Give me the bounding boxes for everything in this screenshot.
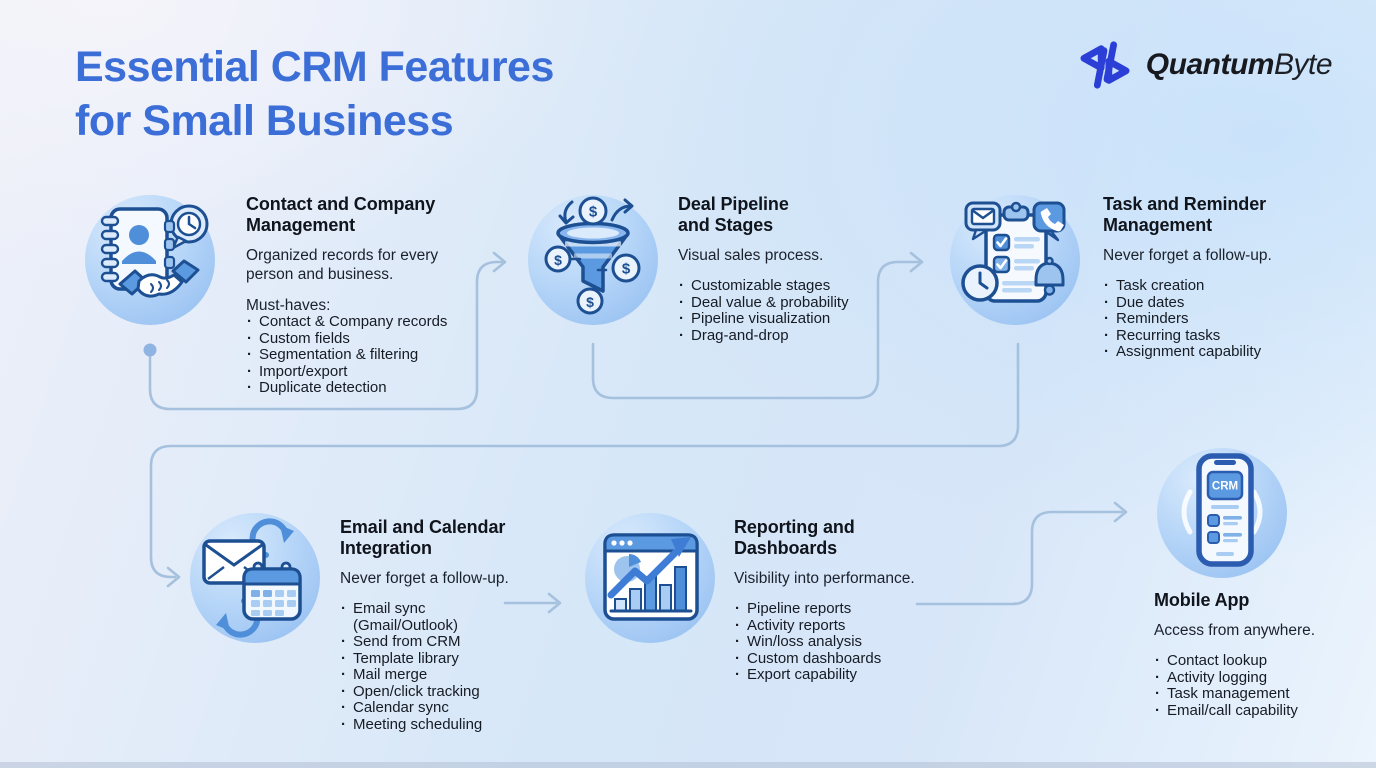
section-title-line: Management: [1103, 215, 1213, 235]
bullet-item: Pipeline reports: [734, 600, 944, 618]
bullet-item: Calendar sync: [340, 699, 495, 717]
page-title-line1: Essential CRM Features: [75, 43, 554, 91]
task-checklist-reminder-icon: [950, 195, 1080, 325]
section-title-line: Email and Calendar: [340, 517, 506, 537]
connector-3-arrowhead: [166, 566, 181, 588]
section-description: Never forget a follow-up.: [1103, 247, 1272, 264]
section-email-calendar: Email and Calendar Integration Never for…: [340, 517, 525, 733]
svg-text:CRM: CRM: [1212, 481, 1238, 493]
section-title: Email and Calendar Integration: [340, 517, 525, 559]
section-mobile-app: Mobile App Access from anywhere. Contact…: [1154, 590, 1339, 719]
bullet-item: Segmentation & filtering: [246, 346, 470, 364]
section-title-line: Dashboards: [734, 538, 838, 558]
brand-name: QuantumByte: [1145, 48, 1333, 82]
bottom-edge-strip: [0, 762, 1376, 768]
bullet-item: Open/click tracking: [340, 683, 495, 701]
bullet-item: Activity reports: [734, 617, 944, 635]
feature-list: Customizable stagesDeal value & probabil…: [678, 277, 878, 345]
feature-list: Contact & Company recordsCustom fieldsSe…: [246, 313, 470, 397]
connector-4-arrowhead: [547, 592, 562, 614]
section-deal-pipeline: Deal Pipeline and Stages Visual sales pr…: [678, 194, 878, 344]
connector-start-dot: [143, 343, 157, 357]
section-title-line: and Stages: [678, 215, 774, 235]
connector-5: [915, 510, 1124, 606]
section-title-line: Management: [246, 215, 356, 235]
connector-2-arrowhead: [909, 251, 924, 273]
bullet-item: Reminders: [1103, 310, 1293, 328]
section-task-reminder: Task and Reminder Management Never forge…: [1103, 194, 1293, 361]
section-title: Task and Reminder Management: [1103, 194, 1293, 236]
bullet-item: Activity logging: [1154, 669, 1339, 687]
bullet-item: Recurring tasks: [1103, 327, 1293, 345]
connector-1-arrowhead: [492, 251, 507, 273]
svg-text:$: $: [586, 294, 594, 310]
section-description: Visibility into performance.: [734, 570, 915, 587]
bullet-item: Win/loss analysis: [734, 633, 944, 651]
bullet-item: Mail merge: [340, 666, 495, 684]
bullet-item: Custom fields: [246, 330, 470, 348]
section-title-line: Contact and Company: [246, 194, 436, 214]
bullet-item: Contact lookup: [1154, 652, 1339, 670]
section-description: Access from anywhere.: [1154, 622, 1316, 639]
list-intro: Must-haves:: [246, 297, 331, 314]
bullet-item: Email/call capability: [1154, 702, 1339, 720]
bullet-item: Send from CRM: [340, 633, 495, 651]
section-reporting-dashboards: Reporting and Dashboards Visibility into…: [734, 517, 944, 684]
section-description: Organized records for every person and b…: [246, 247, 439, 283]
email-calendar-sync-icon: [190, 513, 320, 643]
bullet-item: Template library: [340, 650, 495, 668]
bullet-item: Export capability: [734, 666, 944, 684]
feature-list: Contact lookupActivity loggingTask manag…: [1154, 652, 1339, 720]
section-title-line: Deal Pipeline: [678, 194, 789, 214]
bullet-item: Custom dashboards: [734, 650, 944, 668]
bullet-item: Contact & Company records: [246, 313, 470, 331]
bullet-item: Duplicate detection: [246, 379, 470, 397]
brand-name-bold: Quantum: [1145, 48, 1275, 81]
svg-text:$: $: [622, 261, 631, 278]
bullet-item: Pipeline visualization: [678, 310, 878, 328]
section-description: Visual sales process.: [678, 247, 824, 264]
section-contact-management: Contact and Company Management Organized…: [246, 194, 470, 397]
page-title: Essential CRM Features for Small Busines…: [75, 40, 554, 148]
feature-list: Email sync (Gmail/Outlook)Send from CRMT…: [340, 600, 495, 734]
section-description: Never forget a follow-up.: [340, 570, 509, 587]
quantumbyte-logo-icon: [1080, 41, 1130, 89]
bullet-item: Due dates: [1103, 294, 1293, 312]
connector-1: [148, 260, 505, 411]
bullet-item: Customizable stages: [678, 277, 878, 295]
section-title-line: Reporting and: [734, 517, 855, 537]
svg-text:$: $: [589, 204, 598, 221]
feature-list: Pipeline reportsActivity reportsWin/loss…: [734, 600, 944, 684]
section-title: Contact and Company Management: [246, 194, 470, 236]
svg-text:$: $: [554, 252, 562, 268]
page-title-line2: for Small Business: [75, 97, 454, 145]
feature-list: Task creationDue datesRemindersRecurring…: [1103, 277, 1293, 361]
section-title-line: Mobile App: [1154, 590, 1250, 610]
bullet-item: Email sync (Gmail/Outlook): [340, 600, 495, 634]
bullet-item: Task management: [1154, 685, 1339, 703]
section-title-line: Task and Reminder: [1103, 194, 1267, 214]
section-title: Reporting and Dashboards: [734, 517, 944, 559]
bullet-item: Import/export: [246, 363, 470, 381]
brand-name-light: Byte: [1273, 48, 1333, 81]
connector-3: [149, 342, 1020, 579]
brand-logo: QuantumByte: [1074, 40, 1333, 90]
dashboard-chart-icon: [585, 513, 715, 643]
connector-5-arrowhead: [1113, 501, 1128, 523]
contact-book-handshake-icon: [85, 195, 215, 325]
bullet-item: Meeting scheduling: [340, 716, 495, 734]
section-title: Mobile App: [1154, 590, 1339, 611]
bullet-item: Task creation: [1103, 277, 1293, 295]
section-title: Deal Pipeline and Stages: [678, 194, 878, 236]
bullet-item: Assignment capability: [1103, 343, 1293, 361]
connector-2: [591, 260, 921, 400]
mobile-phone-crm-icon: CRM: [1157, 448, 1287, 578]
sales-funnel-icon: $ $ $ $: [528, 195, 658, 325]
section-title-line: Integration: [340, 538, 432, 558]
bullet-item: Deal value & probability: [678, 294, 878, 312]
bullet-item: Drag-and-drop: [678, 327, 878, 345]
